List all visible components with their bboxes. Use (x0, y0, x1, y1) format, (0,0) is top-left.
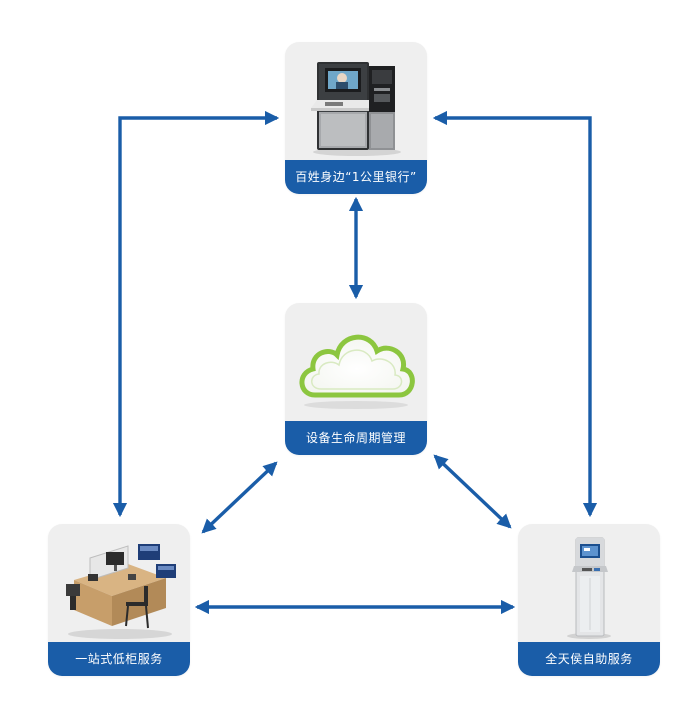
node-lifecycle-management: 设备生命周期管理 (285, 303, 427, 455)
node-neighborhood-bank: 百姓身边“1公里银行” (285, 42, 427, 194)
atm-terminal-icon (567, 537, 611, 639)
node-label-counter-service: 一站式低柜服务 (48, 642, 190, 676)
arrow-center-left (201, 461, 278, 534)
node-label-lifecycle-management: 设备生命周期管理 (285, 421, 427, 455)
node-label-self-service: 全天侯自助服务 (518, 642, 660, 676)
node-counter-service: 一站式低柜服务 (48, 524, 190, 676)
node-self-service: 全天侯自助服务 (518, 524, 660, 676)
smart-banking-kiosk-icon (311, 62, 401, 156)
counter-workstation-icon (66, 544, 176, 639)
arrow-top-left (112, 110, 280, 518)
cloud-icon (299, 334, 415, 409)
arrow-top-right (432, 110, 598, 518)
arrow-center-right (433, 454, 512, 529)
node-label-neighborhood-bank: 百姓身边“1公里银行” (285, 160, 427, 194)
